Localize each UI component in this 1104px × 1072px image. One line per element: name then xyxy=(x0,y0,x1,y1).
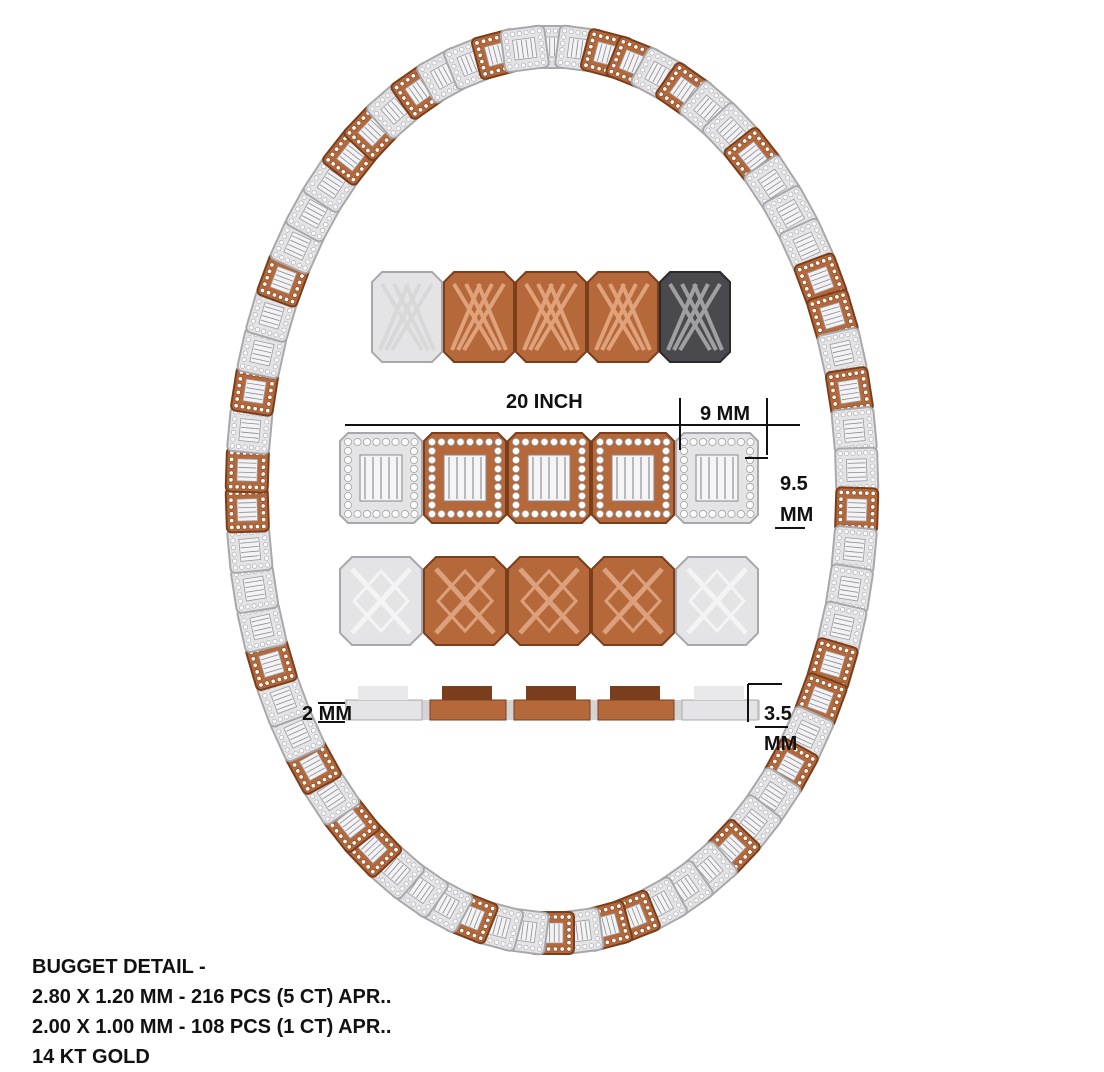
budget-detail: BUGGET DETAIL - 2.80 X 1.20 MM - 216 PCS… xyxy=(32,952,391,1072)
necklace-link xyxy=(224,486,270,534)
necklace-link xyxy=(830,525,878,574)
necklace-link xyxy=(806,289,859,343)
necklace-link xyxy=(806,637,859,691)
necklace-link xyxy=(824,366,874,417)
link-detail-views xyxy=(339,271,760,721)
necklace-link xyxy=(834,486,880,534)
back-gallery-view xyxy=(339,556,759,646)
view-link xyxy=(371,271,443,363)
necklace-link xyxy=(824,563,874,614)
budget-line-1: 2.80 X 1.20 MM - 216 PCS (5 CT) APR.. xyxy=(32,982,391,1012)
budget-line-1-carat: (5 CT) xyxy=(276,986,334,1008)
height-value-label: 9.5 xyxy=(780,473,808,495)
budget-line-1-note: APR.. xyxy=(338,986,392,1008)
thickness-right-unit-label: MM xyxy=(764,733,798,755)
view-link xyxy=(587,271,659,363)
necklace-link xyxy=(269,217,326,275)
budget-line-2-carat: (1 CT) xyxy=(276,1016,334,1038)
view-link xyxy=(339,556,423,646)
necklace-link xyxy=(830,406,878,455)
view-link xyxy=(423,556,507,646)
view-link xyxy=(507,432,591,524)
view-link xyxy=(675,556,759,646)
side-view xyxy=(345,686,760,721)
necklace-link xyxy=(226,406,274,455)
width-label: 9 MM xyxy=(700,403,750,425)
budget-line-1-size: 2.80 X 1.20 MM - 216 PCS xyxy=(32,986,272,1008)
budget-line-2-note: APR.. xyxy=(338,1016,392,1038)
thickness-right-value-label: 3.5 xyxy=(764,703,792,725)
view-link xyxy=(507,556,591,646)
length-label: 20 INCH xyxy=(506,391,583,413)
budget-metal: 14 KT GOLD xyxy=(32,1046,150,1068)
dimension-lines xyxy=(318,398,805,728)
back-view xyxy=(371,271,731,363)
necklace-link xyxy=(816,327,868,380)
necklace-link xyxy=(762,737,819,795)
height-unit-label: MM xyxy=(780,504,814,526)
view-link xyxy=(339,432,423,524)
view-link xyxy=(597,686,675,721)
view-link xyxy=(681,686,759,721)
necklace-link xyxy=(499,24,550,73)
view-link xyxy=(591,432,675,524)
view-link xyxy=(345,686,423,721)
necklace-link xyxy=(834,446,880,494)
view-link xyxy=(591,556,675,646)
budget-title: BUGGET DETAIL - xyxy=(32,956,206,978)
view-link xyxy=(515,271,587,363)
view-link xyxy=(659,271,731,363)
budget-line-2: 2.00 X 1.00 MM - 108 PCS (1 CT) APR.. xyxy=(32,1012,391,1042)
front-view xyxy=(339,432,759,524)
necklace-link xyxy=(236,600,288,653)
view-link xyxy=(443,271,515,363)
necklace-link xyxy=(224,446,270,494)
thickness-left-label: 2 MM xyxy=(302,703,352,725)
view-link xyxy=(513,686,591,721)
view-link xyxy=(675,432,759,524)
necklace-chain xyxy=(224,24,880,956)
view-link xyxy=(429,686,507,721)
budget-line-2-size: 2.00 X 1.00 MM - 108 PCS xyxy=(32,1016,272,1038)
view-link xyxy=(423,432,507,524)
